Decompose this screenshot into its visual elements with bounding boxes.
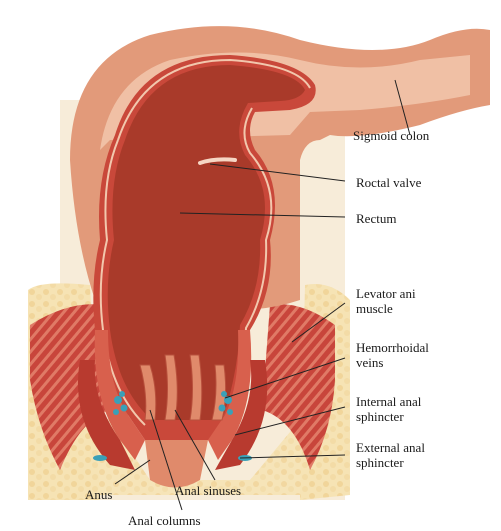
label-anal-columns: Anal columns [128,513,201,528]
label-internal-line2: sphincter [356,409,421,424]
label-anal-sinuses: Anal sinuses [175,483,241,498]
label-rectum: Rectum [356,211,396,226]
label-sigmoid-colon: Sigmoid colon [353,128,429,143]
label-anus: Anus [85,487,112,502]
label-levator-ani-line1: Levator ani [356,286,416,301]
label-external-line1: External anal [356,440,425,455]
label-roctal-valve: Roctal valve [356,175,421,190]
label-hemorrhoidal-veins: Hemorrhoidal veins [356,340,429,370]
label-hemorrhoidal-line2: veins [356,355,429,370]
label-levator-ani: Levator ani muscle [356,286,416,316]
label-internal-line1: Internal anal [356,394,421,409]
label-hemorrhoidal-line1: Hemorrhoidal [356,340,429,355]
label-external-anal-sphincter: External anal sphincter [356,440,425,470]
label-external-line2: sphincter [356,455,425,470]
anal-canal [145,440,208,488]
label-levator-ani-line2: muscle [356,301,416,316]
label-internal-anal-sphincter: Internal anal sphincter [356,394,421,424]
